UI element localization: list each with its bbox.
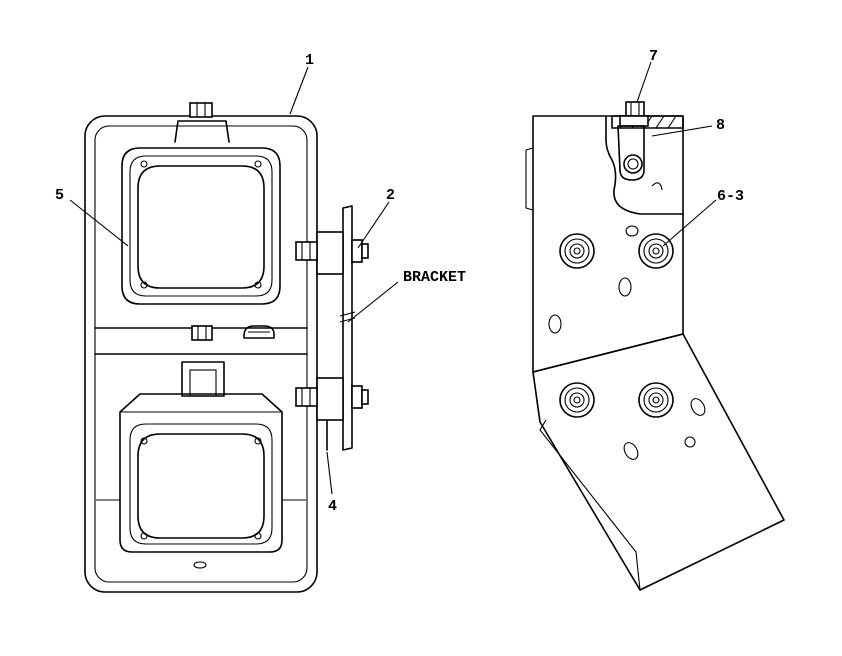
front-view: [84, 102, 369, 593]
callouts: 1 2 4 5 BRACKET 7 8 6-3: [55, 48, 744, 515]
top-bolt-side: [619, 101, 649, 127]
callout-8: 8: [716, 117, 725, 134]
callout-5: 5: [55, 187, 64, 204]
top-bolt: [174, 102, 230, 143]
callout-1: 1: [305, 52, 314, 69]
lower-bracket-plate: [532, 333, 785, 591]
nut-upper-left: [559, 233, 595, 269]
nut-upper-right: [638, 233, 674, 269]
cross-bar: [94, 325, 308, 355]
nut-lower-left: [559, 382, 595, 418]
callout-7: 7: [649, 48, 658, 65]
side-view: [525, 101, 785, 591]
callout-2: 2: [386, 187, 395, 204]
callout-bracket: BRACKET: [403, 269, 466, 286]
drain-hole: [193, 561, 207, 569]
callout-4: 4: [328, 498, 337, 515]
nut-lower-right: [638, 382, 674, 418]
upper-bracket-plate: [532, 115, 684, 373]
lower-mount: [181, 361, 225, 397]
callout-6-3: 6-3: [717, 188, 744, 205]
upper-lamp: [121, 147, 281, 305]
lower-lamp: [96, 393, 306, 553]
side-bracket: [295, 205, 369, 451]
